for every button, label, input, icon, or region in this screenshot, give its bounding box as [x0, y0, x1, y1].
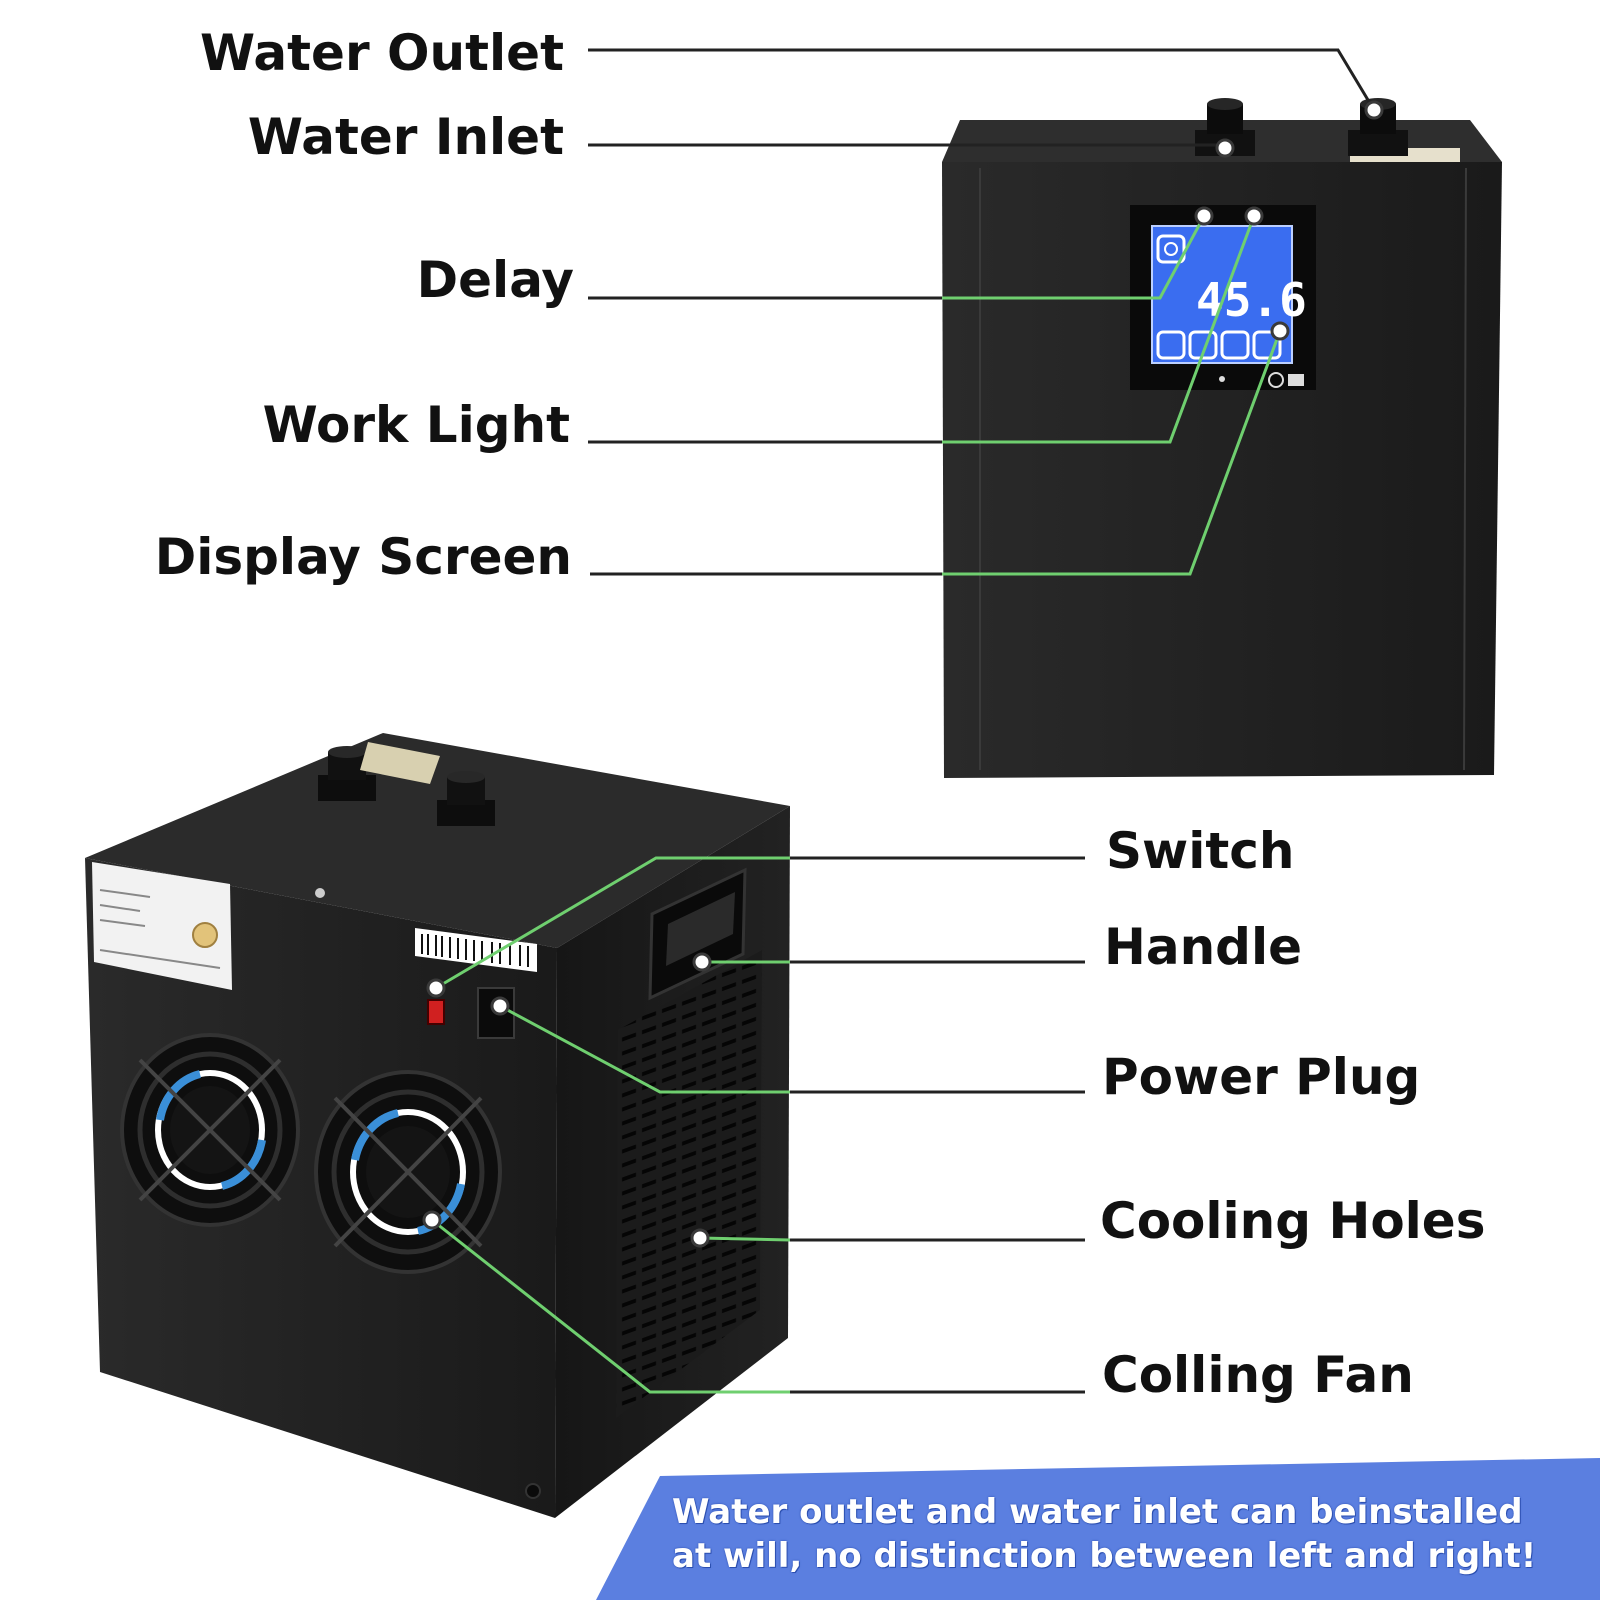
- lcd-button-row: [1156, 330, 1282, 360]
- label-display-screen: Display Screen: [154, 528, 572, 586]
- dot-water-outlet: [1364, 100, 1384, 120]
- info-banner: [596, 1458, 1600, 1600]
- label-power-plug: Power Plug: [1102, 1048, 1421, 1106]
- cooling-fan-right: [314, 1070, 502, 1274]
- front-view-unit: 45.6: [942, 98, 1502, 778]
- lcd-reading: 45.6: [1196, 273, 1307, 327]
- brand-logo-mark: [1268, 372, 1284, 388]
- dot-power-plug: [490, 996, 510, 1016]
- dot-switch: [426, 978, 446, 998]
- banner-text: Water outlet and water inlet can beinsta…: [672, 1490, 1592, 1578]
- handle-recess: [648, 867, 747, 1001]
- front-unit-body: [942, 162, 1502, 778]
- cooling-fan-left: [120, 1033, 300, 1227]
- banner-line-1: Water outlet and water inlet can beinsta…: [672, 1492, 1523, 1532]
- leader-water-outlet: [588, 48, 1376, 111]
- cooling-holes-grille: [616, 950, 762, 1418]
- warning-sticker: [360, 742, 440, 784]
- label-handle: Handle: [1104, 918, 1303, 976]
- label-switch: Switch: [1106, 822, 1295, 880]
- callout-dots: [422, 100, 1384, 1248]
- rear-water-inlet-fitting: [318, 746, 376, 801]
- label-cooling-holes: Cooling Holes: [1100, 1192, 1486, 1250]
- leader-lines: [431, 48, 1376, 1394]
- dot-display-screen: [1270, 321, 1290, 341]
- label-colling-fan: Colling Fan: [1102, 1346, 1414, 1404]
- dot-water-inlet: [1215, 138, 1235, 158]
- power-switch: [427, 999, 445, 1025]
- label-water-inlet: Water Inlet: [247, 108, 564, 166]
- rear-view-unit: [85, 733, 790, 1518]
- dot-work-light: [1244, 206, 1264, 226]
- banner-line-2: at will, no distinction between left and…: [672, 1536, 1537, 1576]
- dot-handle: [692, 952, 712, 972]
- rear-water-outlet-fitting: [437, 771, 495, 826]
- dot-delay: [1194, 206, 1214, 226]
- label-work-light: Work Light: [262, 396, 570, 454]
- dot-cooling-holes: [690, 1228, 710, 1248]
- rear-unit-top: [85, 733, 790, 948]
- barcode-sticker: [415, 928, 537, 972]
- label-water-outlet: Water Outlet: [200, 24, 564, 82]
- label-delay: Delay: [416, 251, 574, 309]
- dot-colling-fan: [422, 1210, 442, 1230]
- power-plug-socket: [477, 987, 515, 1039]
